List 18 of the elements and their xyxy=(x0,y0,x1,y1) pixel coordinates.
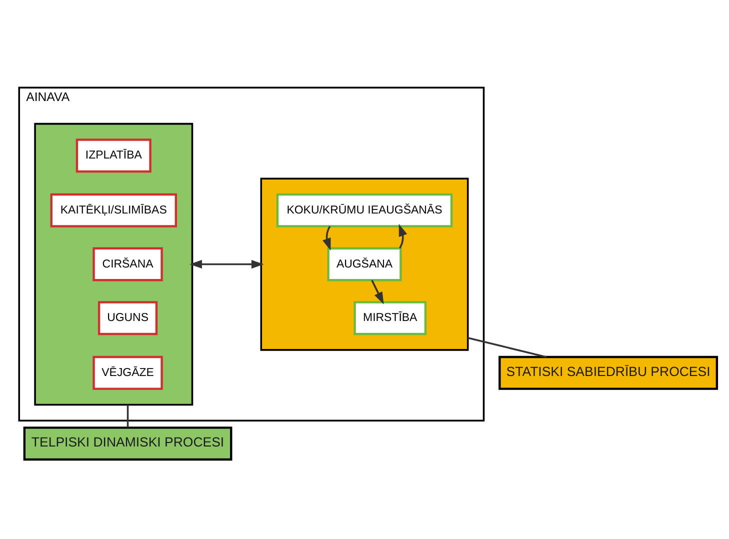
arrow xyxy=(398,223,408,248)
connector xyxy=(468,336,547,358)
node-box: KAITĒKĻI/SLIMĪBAS xyxy=(50,192,178,227)
node-box: CIRŠANA xyxy=(92,246,163,281)
arrow xyxy=(190,259,264,268)
node-box: TELPISKI DINAMISKI PROCESI xyxy=(23,426,232,460)
connector xyxy=(126,404,129,427)
node-box: MIRSTĪBA xyxy=(354,300,427,335)
node-box: UGUNS xyxy=(98,300,158,335)
arrow xyxy=(322,225,331,250)
node-box: KOKU/KRŪMU IEAUGŠANĀS xyxy=(276,192,453,227)
node-box: VĒJGĀZE xyxy=(92,355,163,390)
arrow xyxy=(371,279,384,304)
node-box: STATISKI SABIEDRĪBU PROCESI xyxy=(498,355,718,390)
cluster xyxy=(260,177,469,350)
node-box: AUGŠANA xyxy=(327,246,402,281)
node-box: IZPLATĪBA xyxy=(76,138,152,172)
cluster xyxy=(34,122,194,406)
